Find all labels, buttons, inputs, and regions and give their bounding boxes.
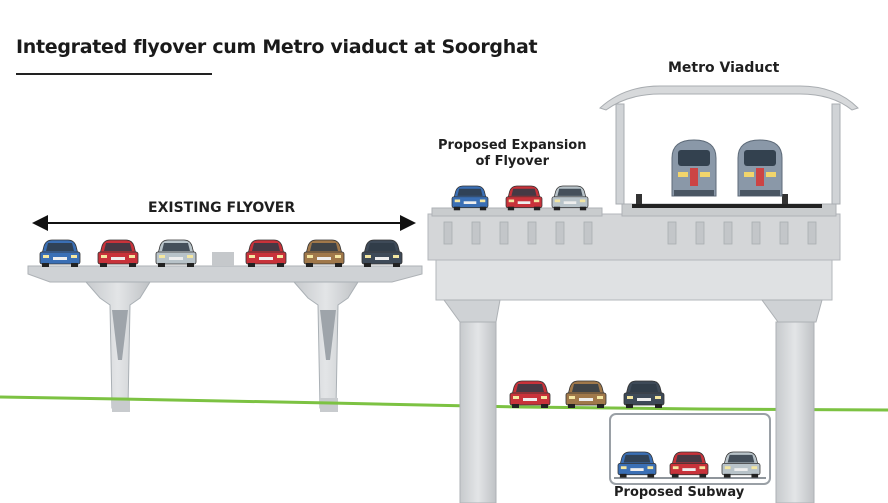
diagram-title: Integrated flyover cum Metro viaduct at …	[16, 36, 538, 58]
car-blue	[617, 451, 657, 478]
existing-flyover-cars	[39, 239, 403, 267]
car-red	[97, 239, 139, 267]
car-silver	[551, 185, 589, 211]
subway-cars	[617, 451, 761, 478]
expansion-deck-cars	[451, 185, 589, 211]
existing-flyover	[27, 252, 423, 412]
metro-viaduct-label: Metro Viaduct	[668, 60, 780, 76]
existing-flyover-label: EXISTING FLYOVER	[148, 200, 296, 216]
car-silver	[155, 239, 197, 267]
car-dark	[361, 239, 403, 267]
car-red	[509, 380, 551, 408]
car-blue	[39, 239, 81, 267]
car-silver	[721, 451, 761, 478]
proposed-expansion-label: Proposed Expansion of Flyover	[438, 138, 587, 169]
metro-train-left	[671, 139, 717, 197]
title-underline	[16, 73, 212, 75]
car-red	[669, 451, 709, 478]
car-red	[505, 185, 543, 211]
car-dark	[623, 380, 665, 408]
ground-road-cars	[509, 380, 665, 408]
integrated-viaduct-structure	[427, 85, 859, 503]
proposed-subway-label: Proposed Subway	[614, 485, 745, 500]
metro-train-right	[737, 139, 783, 197]
car-brown	[303, 239, 345, 267]
ground-line	[0, 395, 888, 412]
car-red	[245, 239, 287, 267]
car-blue	[451, 185, 489, 211]
car-brown	[565, 380, 607, 408]
